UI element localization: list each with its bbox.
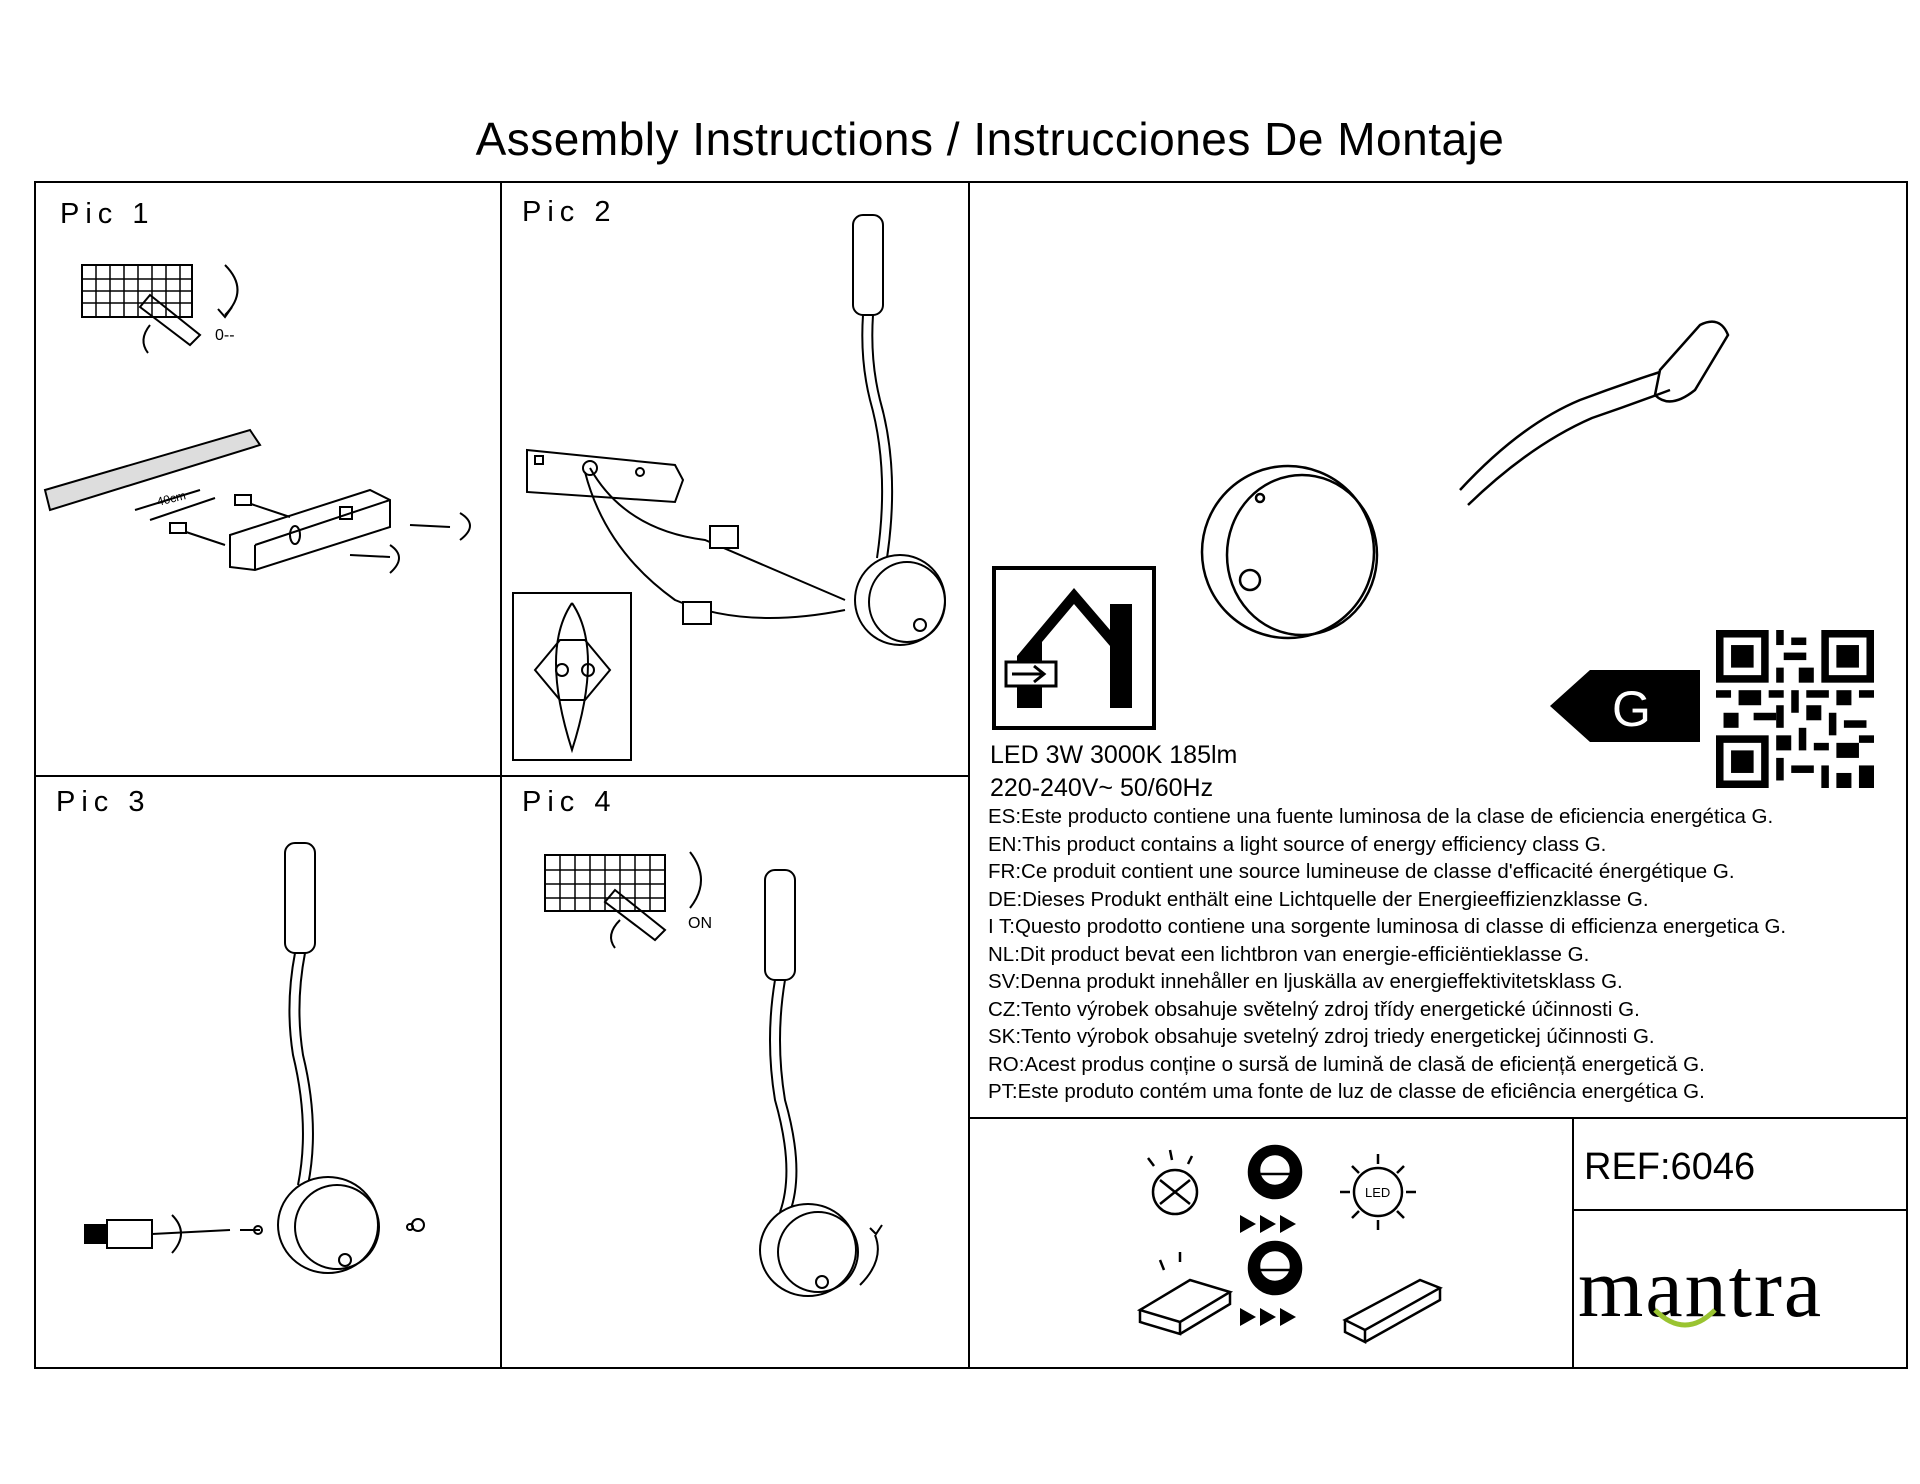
- pic-1-label: Pic 1: [60, 198, 155, 230]
- statement-pt: PT:Este produto contém uma fonte de luz …: [988, 1080, 1705, 1103]
- statement-cz: CZ:Tento výrobek obsahuje světelný zdroj…: [988, 997, 1640, 1021]
- energy-class-arrow: [1550, 670, 1700, 742]
- pic-4-label: Pic 4: [522, 786, 617, 818]
- driver-icon: [1342, 1278, 1443, 1345]
- statement-sk: SK:Tento výrobok obsahuje svetelný zdroj…: [988, 1025, 1655, 1048]
- statement-fr: FR:Ce produit contient une source lumine…: [988, 860, 1735, 883]
- statement-ro: RO:Acest produs conține o sursă de lumin…: [988, 1052, 1705, 1076]
- product-reference: REF:6046: [1584, 1146, 1756, 1188]
- service-icons: LED: [1136, 1144, 1443, 1345]
- statement-sv: SV:Denna produkt innehåller en ljuskälla…: [988, 970, 1623, 993]
- brand-smile-mark: [1653, 1308, 1717, 1328]
- divider: [968, 1117, 1908, 1119]
- pic-1-illustration: 0-- 40cm: [43, 264, 471, 574]
- statement-nl: NL:Dit product bevat een lichtbron van e…: [988, 942, 1590, 966]
- statement-de: DE:Dieses Produkt enthält eine Lichtquel…: [988, 887, 1649, 911]
- pic-4-illustration: ON: [544, 851, 883, 1297]
- spec-voltage: 220-240V~ 50/60Hz: [990, 774, 1214, 802]
- divider: [1572, 1117, 1574, 1369]
- broken-bulb-icon: [1147, 1149, 1199, 1216]
- statement-en: EN:This product contains a light source …: [988, 832, 1607, 856]
- wall-distance-label: 40cm: [155, 488, 187, 509]
- page-title: Assembly Instructions / Instrucciones De…: [475, 113, 1505, 165]
- pic-2-illustration: [512, 214, 946, 761]
- lamp-fixture-icon: [1136, 1252, 1234, 1336]
- divider: [1572, 1209, 1908, 1211]
- pic-1-annotation: 0--: [215, 327, 235, 344]
- pic-3-illustration: [84, 842, 425, 1274]
- statement-es: ES:Este producto contiene una fuente lum…: [988, 805, 1774, 828]
- energy-statements: ES:Este producto contiene una fuente lum…: [988, 803, 1888, 1106]
- product-illustration: [1200, 320, 1730, 640]
- energy-class-letter: G: [1612, 681, 1651, 737]
- divider: [968, 181, 970, 1369]
- divider: [34, 775, 969, 777]
- technician-icon-2: [1247, 1240, 1303, 1296]
- pic-3-label: Pic 3: [56, 786, 151, 818]
- spec-power: LED 3W 3000K 185lm: [990, 741, 1238, 769]
- technician-icon: [1247, 1144, 1303, 1200]
- qr-code: [1716, 630, 1874, 788]
- pic-4-annotation: ON: [688, 915, 712, 932]
- energy-label-house-icon: [992, 566, 1156, 730]
- pic-2-label: Pic 2: [522, 196, 617, 228]
- led-label: LED: [1365, 1185, 1390, 1200]
- led-icon: [1340, 1154, 1416, 1230]
- statement-it: I T:Questo prodotto contiene una sorgent…: [988, 915, 1787, 938]
